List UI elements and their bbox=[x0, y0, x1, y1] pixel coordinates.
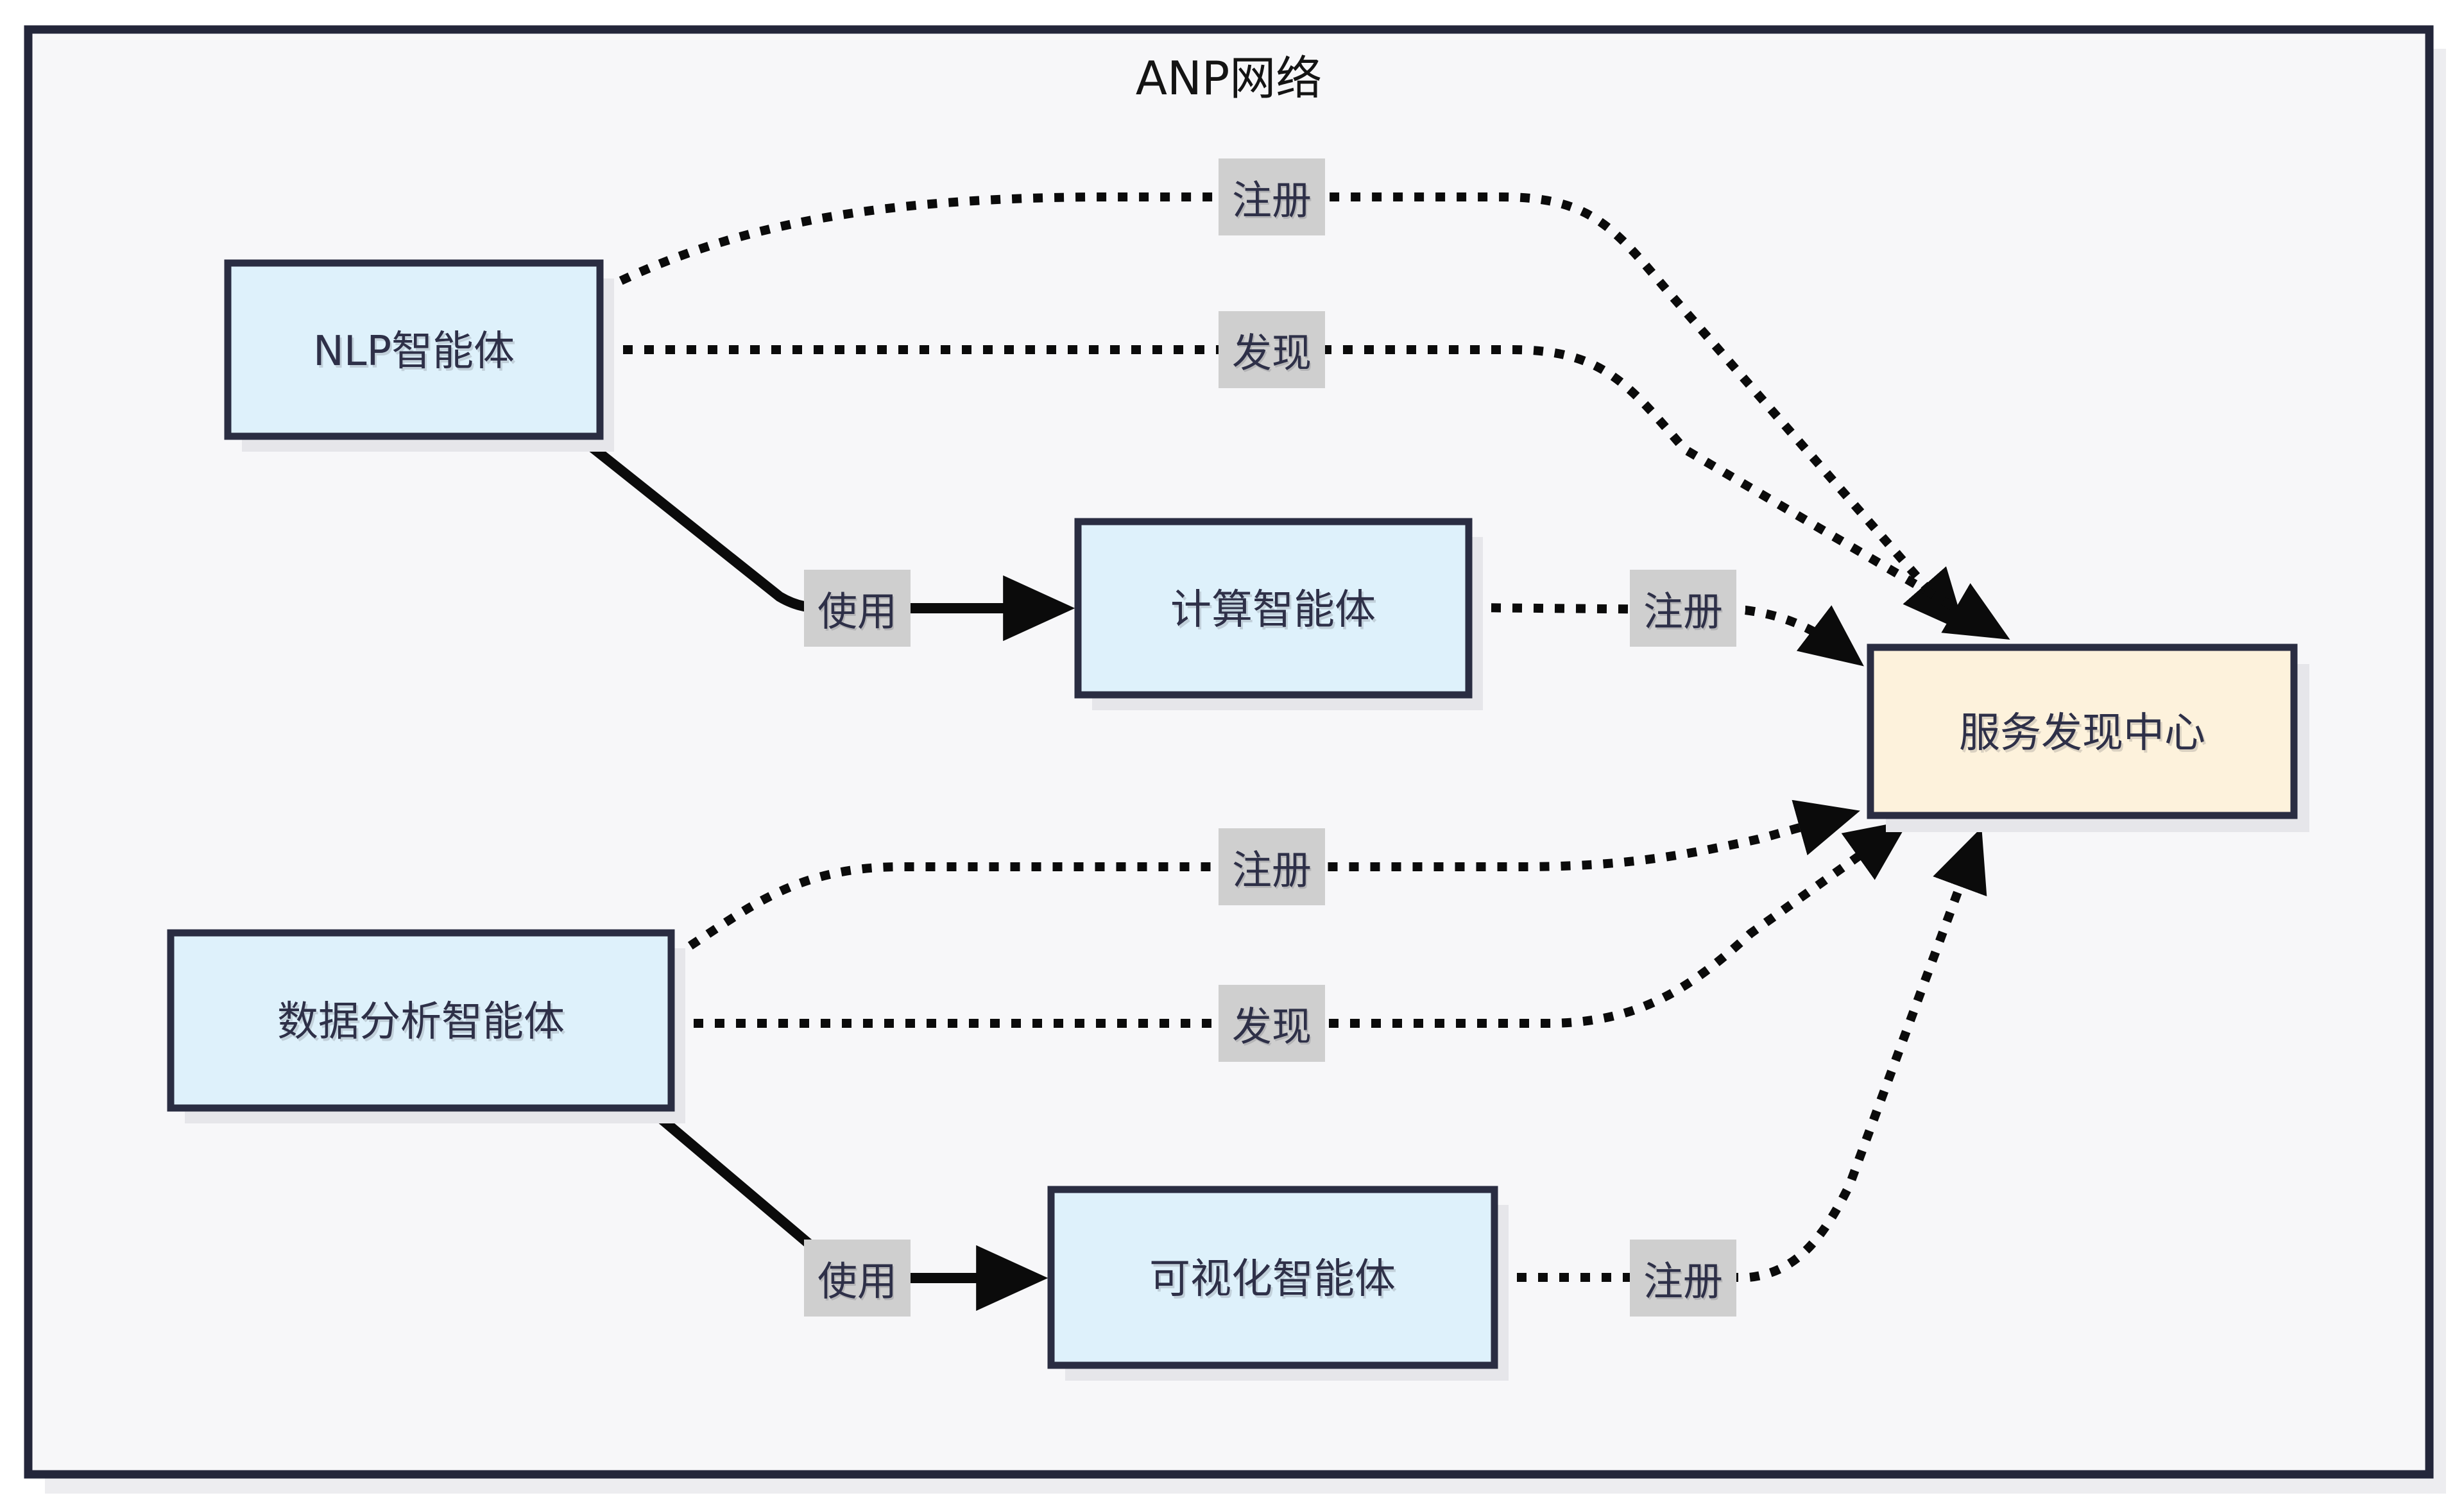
edge-label-nlp-discover: 发现 bbox=[1219, 311, 1325, 388]
edge-viz-register bbox=[1496, 827, 1987, 1282]
node-box bbox=[224, 259, 604, 440]
edge-label-text: 注册 bbox=[1643, 588, 1723, 635]
node-viz-agent: 可视化智能体 bbox=[1047, 1186, 1509, 1381]
edge-label-text: 注册 bbox=[1643, 1258, 1723, 1305]
edge-data-register bbox=[670, 799, 1860, 961]
edge-label-bg bbox=[1219, 158, 1325, 235]
node-box bbox=[167, 929, 675, 1112]
node-nlp-agent: NLP智能体 bbox=[224, 259, 614, 452]
edge-label-bg bbox=[1219, 828, 1325, 905]
edge-label-text: 使用 bbox=[817, 1258, 897, 1305]
node-label: 可视化智能体 bbox=[1149, 1256, 1396, 1303]
edge-label-bg bbox=[804, 570, 911, 647]
node-label: 服务发现中心 bbox=[1959, 710, 2205, 757]
node-label: 数据分析智能体 bbox=[277, 998, 565, 1046]
node-data-agent: 数据分析智能体 bbox=[167, 929, 685, 1123]
edge-label-text: 使用 bbox=[817, 588, 897, 635]
edge-label-bg bbox=[1219, 311, 1325, 388]
edge-label-text: 注册 bbox=[1232, 177, 1312, 224]
node-box bbox=[1047, 1186, 1498, 1369]
edge-label-viz-register: 注册 bbox=[1630, 1240, 1736, 1317]
edge-label-compute-register: 注册 bbox=[1630, 570, 1736, 647]
edge-label-data-register: 注册 bbox=[1219, 828, 1325, 905]
edge-compute-register bbox=[1469, 603, 1864, 667]
edge-label-bg bbox=[804, 1240, 911, 1317]
node-discovery-center: 服务发现中心 bbox=[1867, 644, 2309, 832]
node-compute-agent: 计算智能体 bbox=[1074, 518, 1483, 710]
node-box bbox=[1867, 644, 2298, 819]
edge-nlp-discover bbox=[602, 345, 2010, 640]
edge-label-data-use: 使用 bbox=[804, 1240, 911, 1317]
edge-label-nlp-use: 使用 bbox=[804, 570, 911, 647]
node-label: NLP智能体 bbox=[313, 328, 515, 375]
edge-label-bg bbox=[1630, 1240, 1736, 1317]
node-box bbox=[1074, 518, 1473, 699]
edge-label-bg bbox=[1630, 570, 1736, 647]
edge-label-text: 发现 bbox=[1232, 330, 1312, 377]
edge-label-nlp-register: 注册 bbox=[1219, 158, 1325, 235]
edge-label-data-discover: 发现 bbox=[1219, 985, 1325, 1062]
edge-label-text: 注册 bbox=[1232, 847, 1312, 894]
diagram-title: ANP网络 bbox=[1136, 51, 1322, 105]
node-label: 计算智能体 bbox=[1170, 586, 1376, 634]
edge-label-bg bbox=[1219, 985, 1325, 1062]
edge-label-text: 发现 bbox=[1232, 1003, 1312, 1050]
